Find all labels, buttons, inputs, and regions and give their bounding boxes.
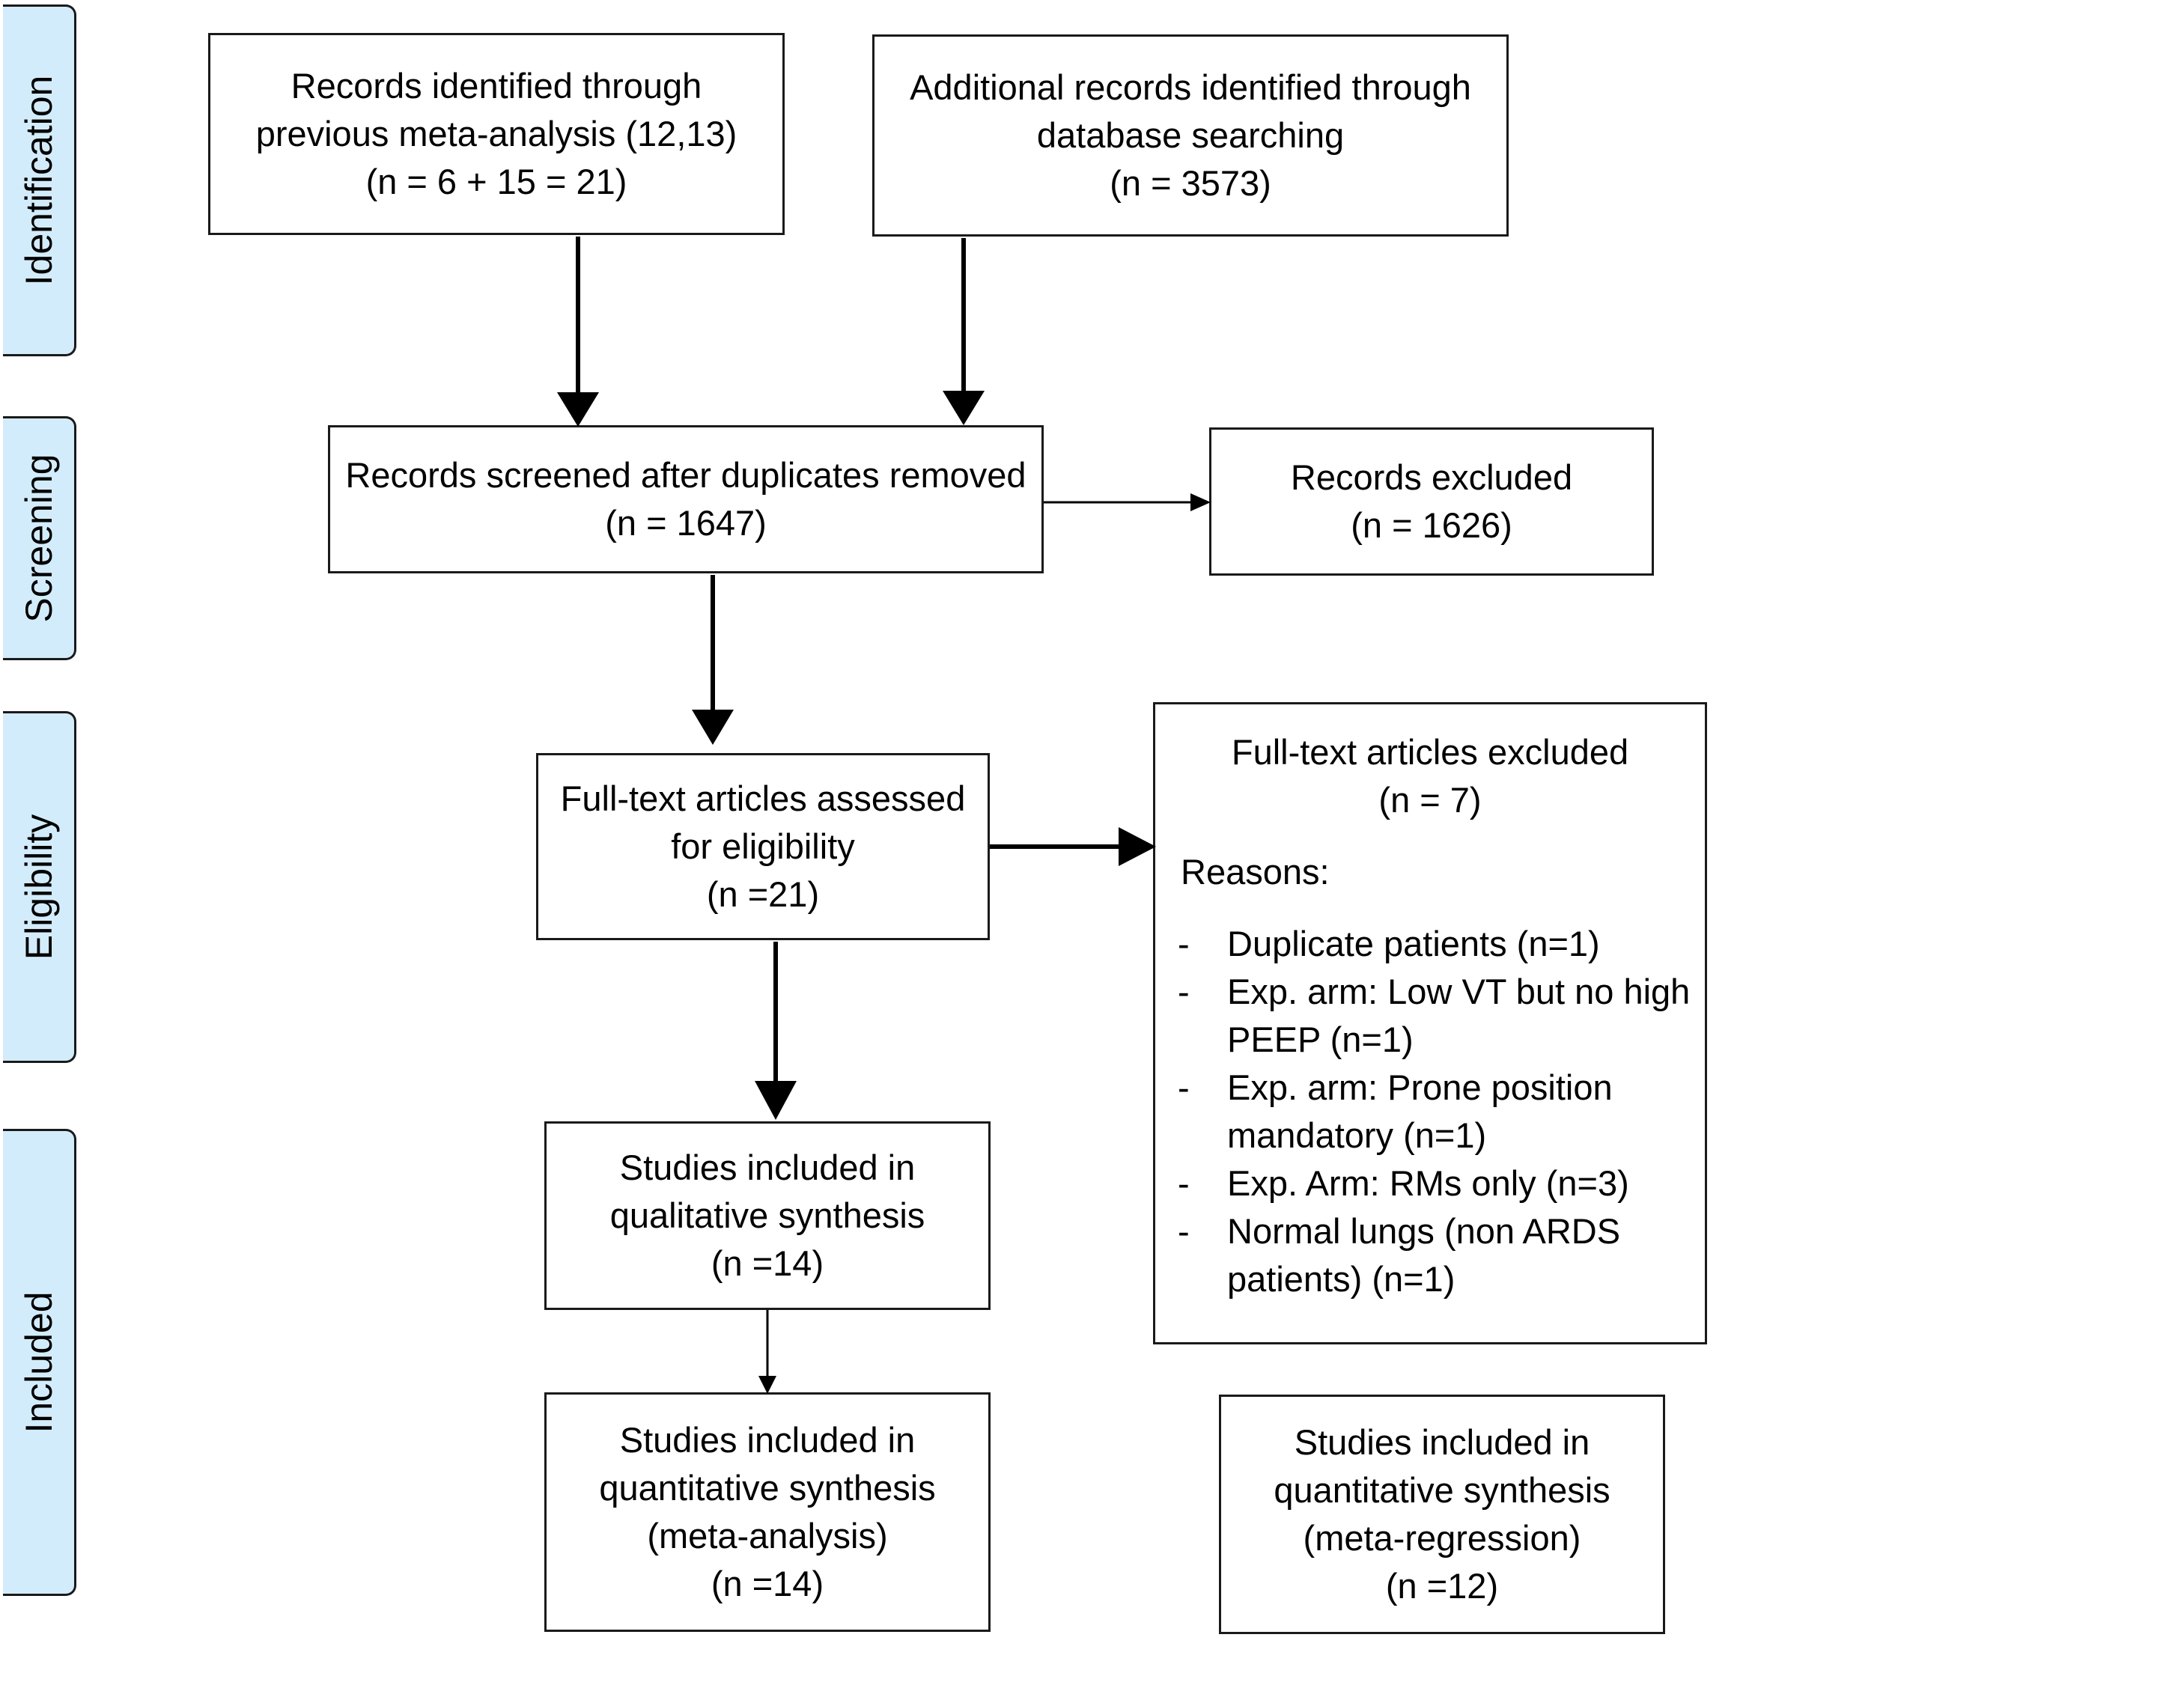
arrowhead-down (755, 1081, 797, 1120)
bullet-dash: - (1178, 1211, 1190, 1251)
box-line: (n =14) (711, 1564, 824, 1603)
box-previous-meta-analysis: Records identified through previous meta… (208, 33, 785, 235)
phase-identification: Identification (3, 4, 76, 356)
box-line: Full-text articles assessed (560, 779, 966, 818)
reason-text: Exp. Arm: RMs only (n=3) (1227, 1163, 1629, 1203)
arrowhead-right-small (1190, 493, 1211, 511)
box-qualitative-synthesis: Studies included in qualitative synthesi… (544, 1121, 991, 1310)
arrowhead-right (1119, 827, 1156, 866)
reason-item: -Normal lungs (non ARDS patients) (n=1) (1155, 1207, 1705, 1303)
box-line: (meta-regression) (1303, 1518, 1581, 1558)
box-database-search: Additional records identified through da… (872, 34, 1509, 237)
box-meta-analysis: Studies included in quantitative synthes… (544, 1392, 991, 1632)
box-line: Studies included in (619, 1148, 916, 1187)
arrowhead-down (943, 391, 985, 425)
box-line: qualitative synthesis (609, 1195, 925, 1235)
reason-text: Duplicate patients (n=1) (1227, 924, 1600, 963)
reason-item: -Exp. arm: Low VT but no high PEEP (n=1) (1155, 968, 1705, 1064)
reason-item: -Exp. Arm: RMs only (n=3) (1155, 1160, 1705, 1207)
reasons-label: Reasons: (1181, 852, 1330, 892)
phase-screening: Screening (3, 416, 76, 660)
bullet-dash: - (1178, 972, 1190, 1011)
box-meta-regression: Studies included in quantitative synthes… (1219, 1395, 1665, 1634)
excluded-count: (n = 7) (1378, 780, 1482, 820)
bullet-dash: - (1178, 924, 1190, 963)
box-line: (n = 1626) (1351, 505, 1512, 545)
box-line: previous meta-analysis (12,13) (255, 114, 737, 153)
box-line: Additional records identified through (910, 67, 1471, 107)
box-line: (n =21) (706, 874, 820, 914)
arrowhead-down (557, 392, 599, 427)
box-line: (n = 3573) (1110, 163, 1271, 203)
box-line: quantitative synthesis (1274, 1470, 1610, 1510)
phase-eligibility: Eligibility (3, 711, 76, 1063)
box-line: Records identified through (291, 66, 702, 106)
phase-included: Included (3, 1129, 76, 1596)
box-line: for eligibility (671, 826, 855, 866)
box-line: Studies included in (619, 1420, 916, 1460)
reasons-list: -Duplicate patients (n=1) -Exp. arm: Low… (1155, 920, 1705, 1303)
box-line: (n = 1647) (605, 503, 767, 543)
box-line: (n =12) (1385, 1566, 1499, 1606)
box-line: quantitative synthesis (599, 1468, 936, 1508)
box-line: (n =14) (711, 1243, 824, 1283)
box-line: (meta-analysis) (647, 1516, 888, 1556)
bullet-dash: - (1178, 1067, 1190, 1107)
bullet-dash: - (1178, 1163, 1190, 1203)
box-fulltext-assessed: Full-text articles assessed for eligibil… (536, 753, 990, 940)
box-fulltext-excluded: Full-text articles excluded (n = 7) Reas… (1153, 702, 1707, 1344)
reason-text: Normal lungs (non ARDS patients) (n=1) (1227, 1211, 1621, 1299)
excluded-title: Full-text articles excluded (1231, 732, 1629, 772)
box-line: database searching (1036, 115, 1345, 155)
box-line: Records excluded (1290, 457, 1573, 497)
reason-text: Exp. arm: Low VT but no high PEEP (n=1) (1227, 972, 1691, 1059)
reason-item: -Duplicate patients (n=1) (1155, 920, 1705, 968)
reason-text: Exp. arm: Prone position mandatory (n=1) (1227, 1067, 1613, 1155)
box-records-screened: Records screened after duplicates remove… (328, 425, 1044, 573)
box-records-excluded: Records excluded (n = 1626) (1209, 427, 1654, 576)
box-line: Records screened after duplicates remove… (345, 455, 1026, 495)
box-line: (n = 6 + 15 = 21) (365, 162, 627, 201)
reason-item: -Exp. arm: Prone position mandatory (n=1… (1155, 1064, 1705, 1160)
arrowhead-down (692, 710, 734, 745)
box-line: Studies included in (1294, 1422, 1590, 1462)
arrowhead-down-small (758, 1376, 776, 1394)
